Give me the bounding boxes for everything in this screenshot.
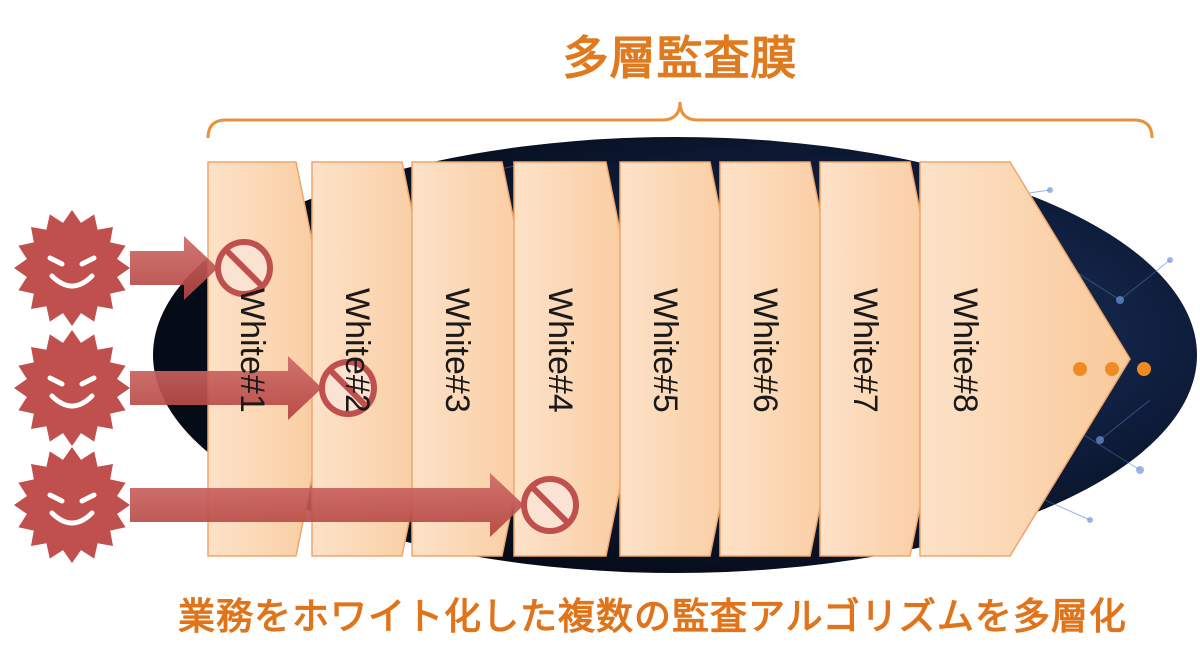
layer-label: White#7 [846, 288, 884, 413]
continuation-dot [1137, 362, 1151, 376]
layers-bracket [206, 101, 1154, 139]
diagram-caption: 業務をホワイト化した複数の監査アルゴリズムを多層化 [178, 595, 1127, 638]
threats-group [14, 210, 579, 563]
layer-label: White#5 [646, 288, 684, 413]
threat-arrow [130, 236, 218, 300]
diagram-title: 多層監査膜 [562, 31, 798, 85]
layer-label: White#1 [233, 288, 271, 413]
continuation-dot [1105, 362, 1119, 376]
layer-chevron [919, 161, 1131, 557]
continuation-dots [1073, 362, 1151, 376]
layer-label: White#4 [541, 288, 579, 413]
block-icon [215, 239, 273, 297]
block-icon [521, 476, 579, 534]
malware-virus-icon [14, 330, 130, 446]
block-icon [319, 359, 377, 417]
layer-label: White#8 [946, 288, 984, 413]
layer-label: White#6 [746, 288, 784, 413]
malware-virus-icon [14, 447, 130, 563]
threat-arrow [130, 356, 322, 420]
malware-virus-icon [14, 210, 130, 326]
threat-arrow [130, 473, 524, 537]
continuation-dot [1073, 362, 1087, 376]
layer-label: White#2 [338, 288, 376, 413]
layer-label: White#3 [438, 288, 476, 413]
